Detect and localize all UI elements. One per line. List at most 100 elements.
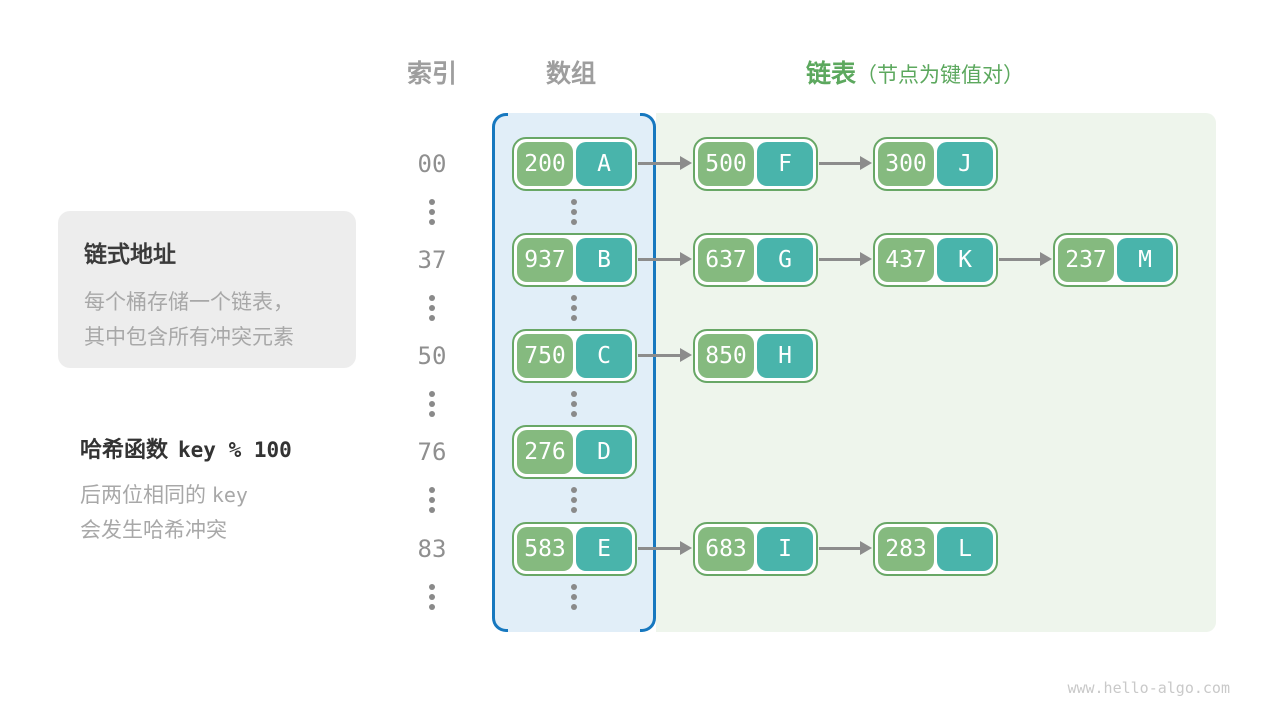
value-cell: D [576,430,632,474]
value-cell: F [757,142,813,186]
dot [571,209,577,215]
key-cell: 200 [517,142,573,186]
index-label: 37 [417,246,447,274]
index-label: 00 [417,150,447,178]
ellipsis-dots [429,199,435,225]
hash-line1-code: key [211,483,248,507]
arrow [999,252,1052,266]
dot [429,507,435,513]
col-header-index: 索引 [406,60,458,88]
arrow [819,541,872,555]
dot [429,219,435,225]
value-cell: H [757,334,813,378]
key-cell: 237 [1058,238,1114,282]
dot [429,584,435,590]
dot [571,584,577,590]
ellipsis-dots [571,584,577,610]
key-cell: 683 [698,527,754,571]
dot [429,391,435,397]
col-header-array: 数组 [545,60,597,88]
array-bracket-left [492,113,508,632]
key-cell: 637 [698,238,754,282]
array-bracket-right [640,113,656,632]
dot [429,209,435,215]
dot [571,594,577,600]
dot [571,391,577,397]
dot [571,315,577,321]
value-cell: A [576,142,632,186]
value-cell: B [576,238,632,282]
dot [429,315,435,321]
dot [571,401,577,407]
note-line-1: 每个桶存储一个链表， [84,291,294,314]
ellipsis-dots [571,295,577,321]
dot [429,305,435,311]
dot [429,487,435,493]
dot [571,411,577,417]
dot [571,295,577,301]
index-label: 50 [417,342,447,370]
key-cell: 283 [878,527,934,571]
key-cell: 850 [698,334,754,378]
dot [429,604,435,610]
hash-note-line-2: 会发生哈希冲突 [80,519,227,542]
dot [571,497,577,503]
arrow [819,252,872,266]
dot [429,497,435,503]
col-header-list-label: 链表 [805,60,857,88]
value-cell: G [757,238,813,282]
hash-title-code: key % 100 [178,438,292,462]
note-title: 链式地址 [84,241,176,267]
dot [429,411,435,417]
dot [571,604,577,610]
key-cell: 300 [878,142,934,186]
value-cell: M [1117,238,1173,282]
arrow [638,252,692,266]
index-label: 83 [417,535,447,563]
key-cell: 437 [878,238,934,282]
dot [429,401,435,407]
index-label: 76 [417,438,447,466]
dot [571,507,577,513]
value-cell: K [937,238,993,282]
ellipsis-dots [429,584,435,610]
dot [429,199,435,205]
arrow [638,156,692,170]
arrow [819,156,872,170]
ellipsis-dots [571,199,577,225]
col-header-list: 链表（节点为键值对） [806,54,1024,90]
value-cell: L [937,527,993,571]
ellipsis-dots [429,295,435,321]
key-cell: 750 [517,334,573,378]
ellipsis-dots [571,487,577,513]
dot [429,594,435,600]
ellipsis-dots [429,391,435,417]
hash-note-line-1: 后两位相同的 key [80,478,292,513]
note-line-2: 其中包含所有冲突元素 [84,326,294,349]
arrow [638,541,692,555]
key-cell: 937 [517,238,573,282]
value-cell: J [937,142,993,186]
value-cell: C [576,334,632,378]
key-cell: 500 [698,142,754,186]
watermark: www.hello-algo.com [1067,679,1230,697]
hash-line1-text: 后两位相同的 [80,484,206,507]
dot [571,305,577,311]
value-cell: I [757,527,813,571]
ellipsis-dots [429,487,435,513]
dot [429,295,435,301]
dot [571,199,577,205]
key-cell: 583 [517,527,573,571]
